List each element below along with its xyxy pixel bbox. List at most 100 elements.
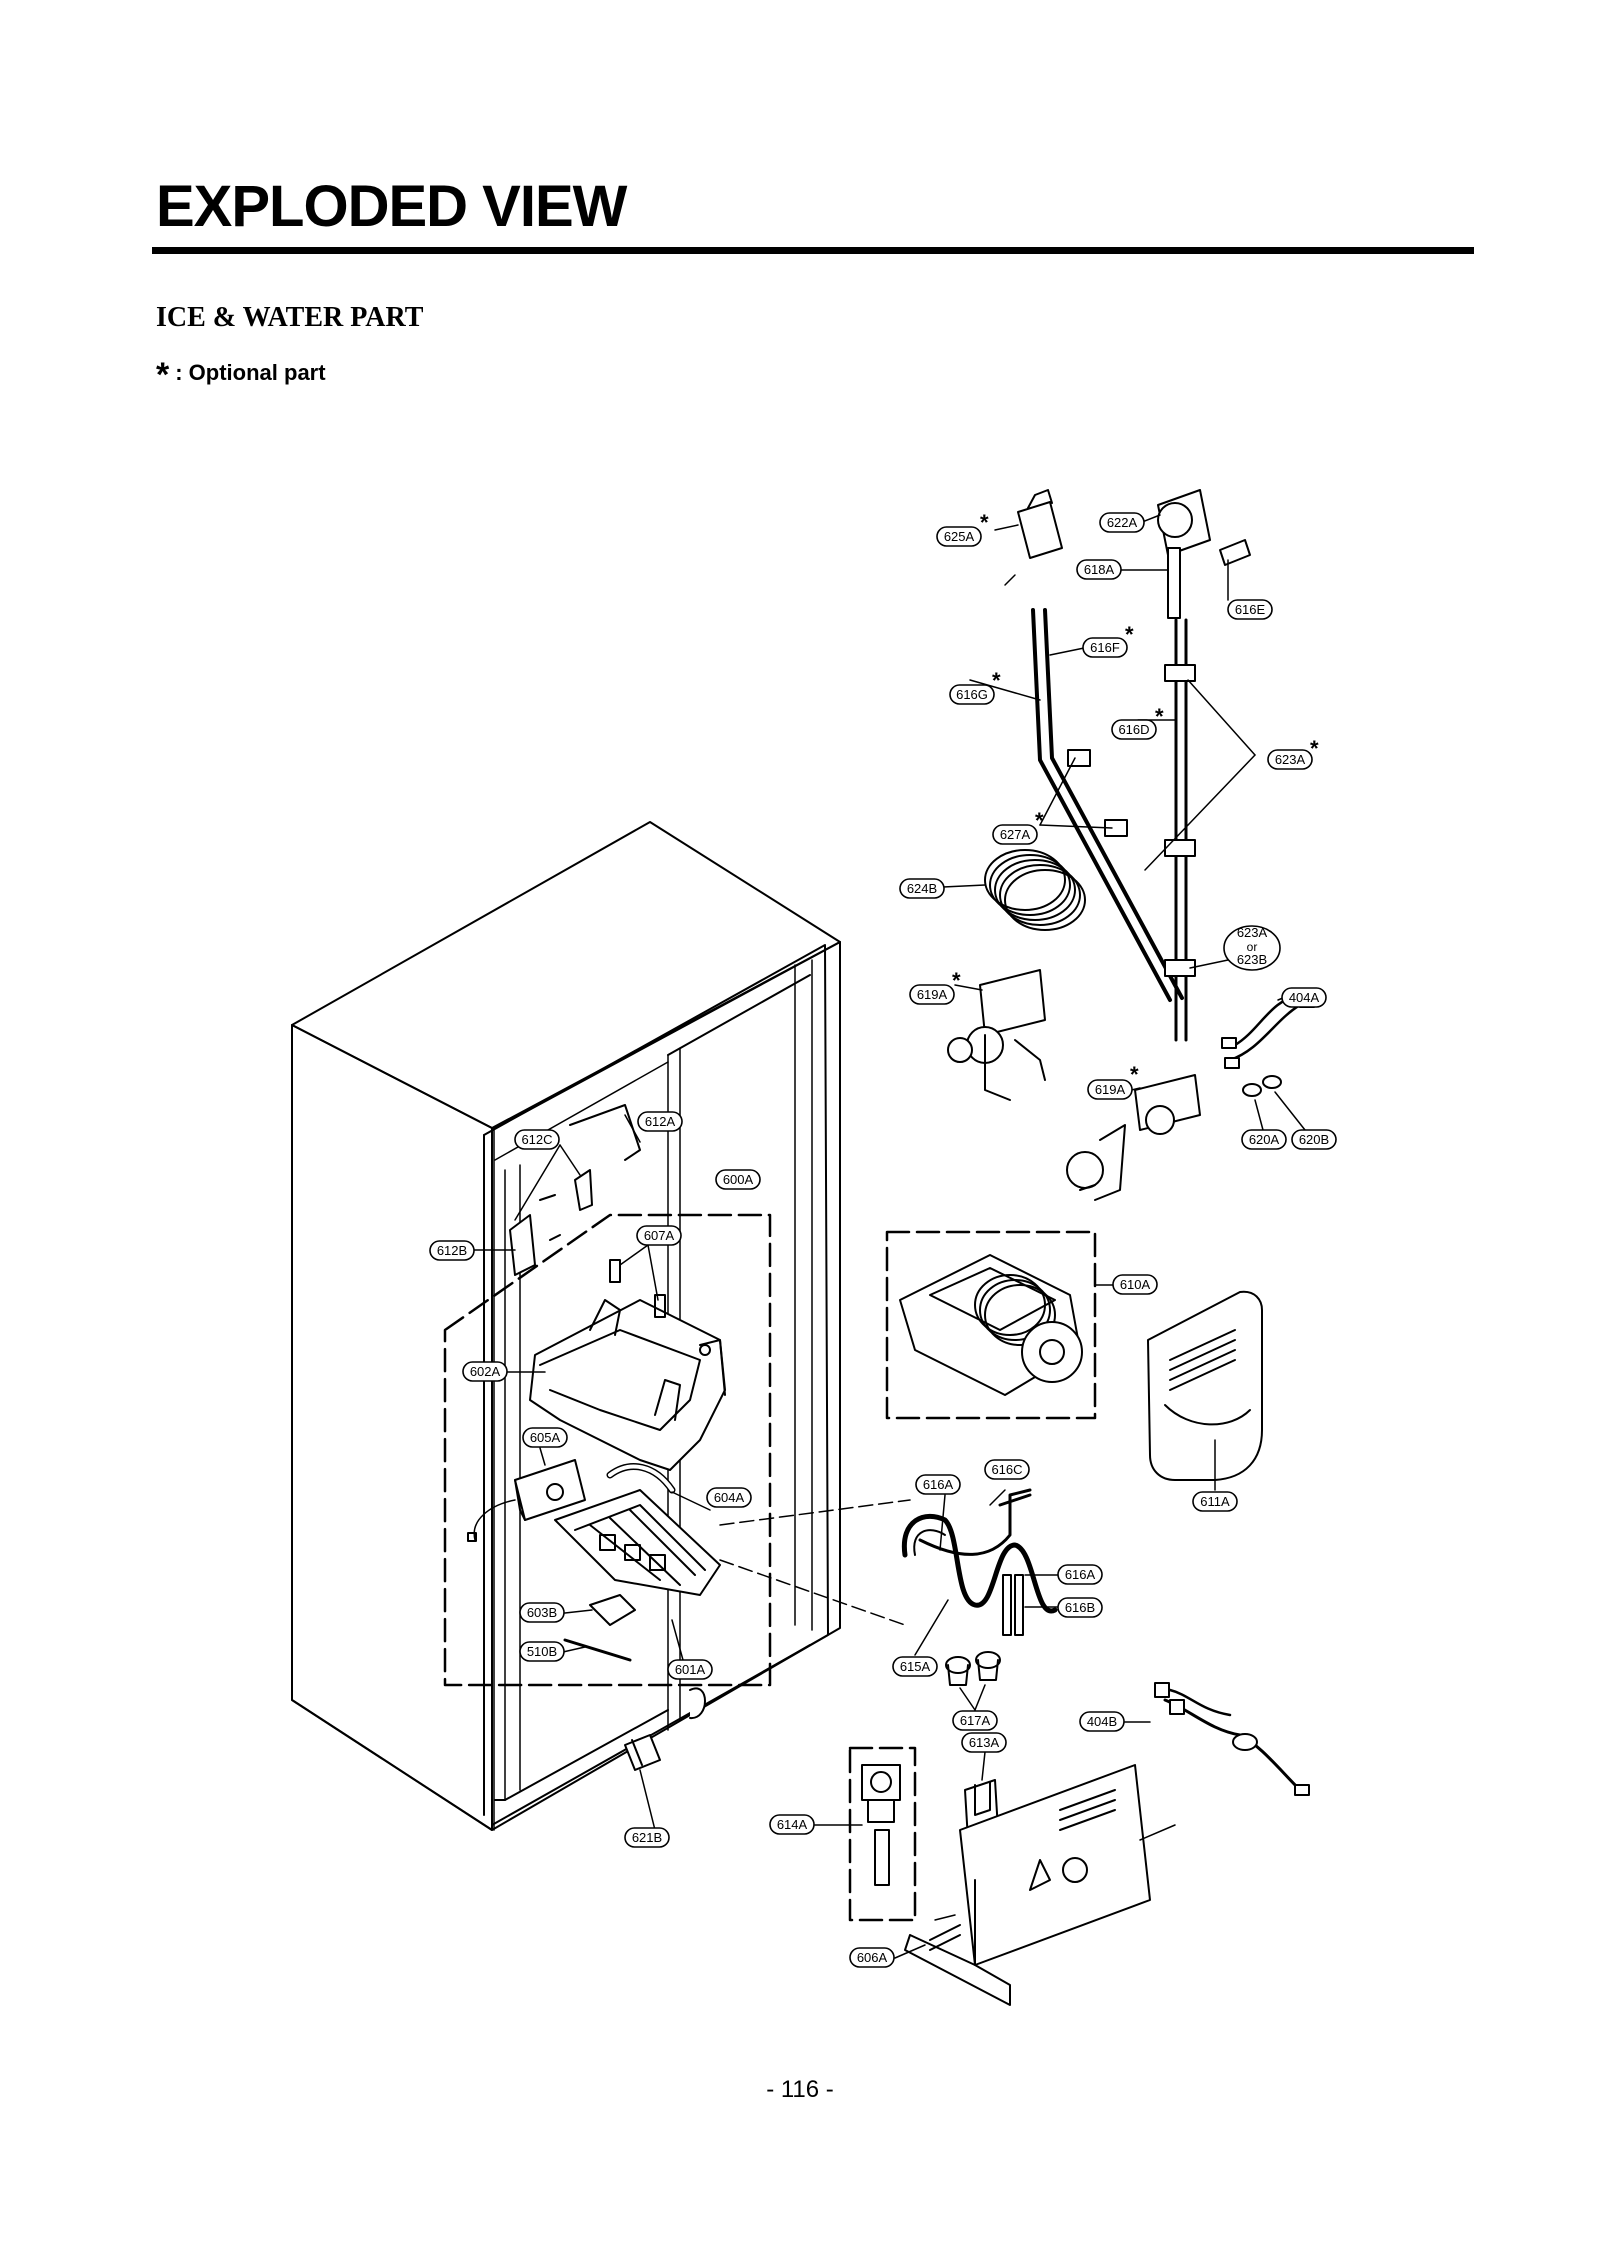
svg-text:624B: 624B xyxy=(907,881,937,896)
svg-text:603B: 603B xyxy=(527,1605,557,1620)
svg-text:619A: 619A xyxy=(1095,1082,1126,1097)
optional-asterisk: * xyxy=(1125,622,1134,647)
svg-text:616A: 616A xyxy=(1065,1567,1096,1582)
svg-text:604A: 604A xyxy=(714,1490,745,1505)
svg-text:602A: 602A xyxy=(470,1364,501,1379)
optional-asterisk: * xyxy=(992,668,1001,693)
svg-text:616E: 616E xyxy=(1235,602,1266,617)
optional-asterisk: * xyxy=(1130,1062,1139,1087)
label-600a: 600A xyxy=(715,1169,761,1190)
svg-text:611A: 611A xyxy=(1200,1494,1230,1509)
svg-text:601A: 601A xyxy=(675,1662,706,1677)
svg-text:618A: 618A xyxy=(1084,562,1115,577)
legend-asterisk: * xyxy=(156,356,170,394)
svg-text:612B: 612B xyxy=(437,1243,467,1258)
label-617a: 617A xyxy=(952,1710,998,1731)
svg-text:404B: 404B xyxy=(1087,1714,1117,1729)
label-627a: 627A xyxy=(992,824,1038,845)
svg-text:616C: 616C xyxy=(991,1462,1022,1477)
svg-text:510B: 510B xyxy=(527,1644,557,1659)
label-616d: 616D xyxy=(1111,719,1157,740)
optional-asterisk: * xyxy=(980,510,989,535)
svg-text:606A: 606A xyxy=(857,1950,888,1965)
ice-bucket-group xyxy=(885,1230,1116,1420)
label-619a-left: 619A xyxy=(909,984,955,1005)
svg-text:612A: 612A xyxy=(645,1114,676,1129)
label-616b: 616B xyxy=(1057,1597,1103,1618)
label-616g: 616G xyxy=(949,684,995,705)
label-613a: 613A xyxy=(961,1732,1007,1753)
label-616f: 616F xyxy=(1082,637,1128,658)
label-611a: 611A xyxy=(1192,1491,1238,1512)
label-620b: 620B xyxy=(1291,1129,1337,1150)
svg-text:600A: 600A xyxy=(723,1172,754,1187)
svg-text:625A: 625A xyxy=(944,529,975,544)
svg-text:404A: 404A xyxy=(1289,990,1320,1005)
svg-text:613A: 613A xyxy=(969,1735,1000,1750)
tube-coil-624b xyxy=(942,849,1086,931)
solenoid-group xyxy=(814,1746,917,1922)
fill-tube-assembly xyxy=(901,1488,1059,1656)
leader-lines xyxy=(472,1114,711,1839)
svg-text:or: or xyxy=(1247,940,1258,954)
label-622a: 622A xyxy=(1099,512,1145,533)
title-rule xyxy=(152,247,1474,254)
label-623a-top: 623A xyxy=(1267,749,1313,770)
connector-621b xyxy=(624,1687,706,1771)
label-510b: 510B xyxy=(519,1641,565,1662)
label-605a: 605A xyxy=(522,1427,568,1448)
label-602a: 602A xyxy=(462,1361,508,1382)
svg-text:605A: 605A xyxy=(530,1430,561,1445)
svg-text:607A: 607A xyxy=(644,1228,675,1243)
svg-text:623B: 623B xyxy=(1237,952,1267,967)
label-610a: 610A xyxy=(1112,1274,1158,1295)
legend-text: : Optional part xyxy=(175,360,326,385)
ice-maker-group xyxy=(443,1104,772,1687)
label-619a-right: 619A xyxy=(1087,1079,1133,1100)
label-601a: 601A xyxy=(667,1659,713,1680)
connection-line xyxy=(719,1499,911,1526)
label-616a-bottom: 616A xyxy=(1057,1564,1103,1585)
label-618a: 618A xyxy=(1076,559,1122,580)
svg-text:627A: 627A xyxy=(1000,827,1031,842)
water-valve-left xyxy=(947,969,1046,1101)
optional-asterisk: * xyxy=(1035,808,1044,833)
optional-part-legend: *: Optional part xyxy=(156,356,326,395)
label-603b: 603B xyxy=(519,1602,565,1623)
svg-text:617A: 617A xyxy=(960,1713,991,1728)
label-616a-top: 616A xyxy=(915,1474,961,1495)
label-620a: 620A xyxy=(1241,1129,1287,1150)
label-606a: 606A xyxy=(849,1947,895,1968)
label-614a: 614A xyxy=(769,1814,815,1835)
svg-text:620A: 620A xyxy=(1249,1132,1280,1147)
label-604a: 604A xyxy=(706,1487,752,1508)
dispenser-housing-606a xyxy=(894,1764,1176,2006)
label-607a: 607A xyxy=(636,1225,682,1246)
label-625a: 625A xyxy=(936,526,982,547)
svg-text:610A: 610A xyxy=(1120,1277,1151,1292)
label-612b: 612B xyxy=(429,1240,475,1261)
connection-line xyxy=(719,1559,906,1626)
label-624b: 624B xyxy=(899,878,945,899)
svg-text:615A: 615A xyxy=(900,1659,931,1674)
svg-text:623A: 623A xyxy=(1237,925,1268,940)
svg-text:616G: 616G xyxy=(956,687,988,702)
svg-text:616D: 616D xyxy=(1118,722,1149,737)
svg-text:620B: 620B xyxy=(1299,1132,1329,1147)
svg-text:616B: 616B xyxy=(1065,1600,1095,1615)
svg-text:623A: 623A xyxy=(1275,752,1306,767)
dispenser-cover-611a xyxy=(1147,1290,1263,1491)
optional-asterisk: * xyxy=(952,968,961,993)
label-612c: 612C xyxy=(514,1129,560,1150)
optional-asterisk: * xyxy=(1310,736,1319,761)
optional-asterisk: * xyxy=(1155,704,1164,729)
section-title: ICE & WATER PART xyxy=(156,302,424,333)
label-404a: 404A xyxy=(1281,987,1327,1008)
svg-text:612C: 612C xyxy=(521,1132,552,1147)
label-621b: 621B xyxy=(624,1827,670,1848)
page-title: EXPLODED VIEW xyxy=(156,174,627,239)
water-line-assembly xyxy=(969,489,1256,1042)
label-616e: 616E xyxy=(1227,599,1273,620)
caps-617a xyxy=(945,1651,1001,1711)
svg-text:616A: 616A xyxy=(923,1477,954,1492)
